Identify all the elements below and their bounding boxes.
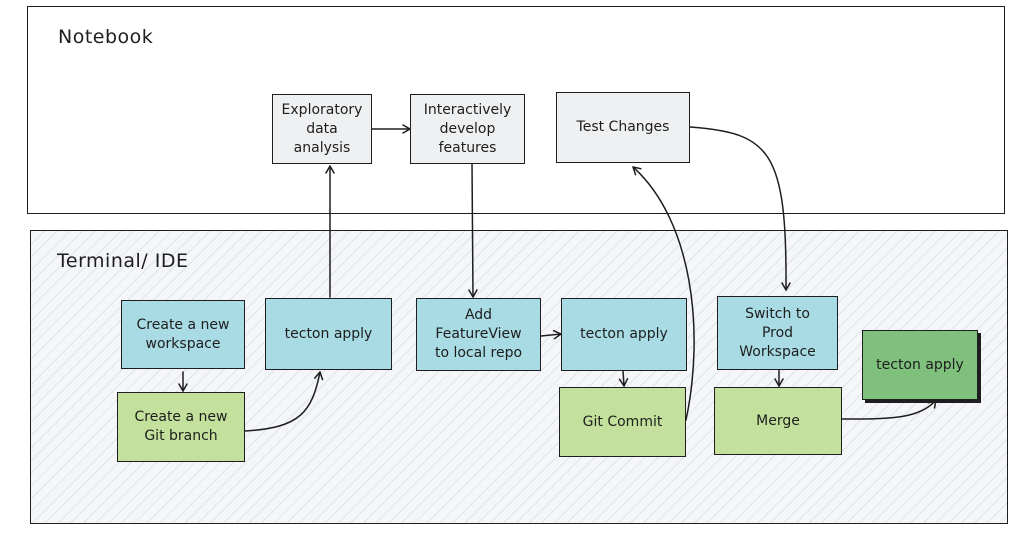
terminal-ide-lane xyxy=(30,230,1008,524)
add-featureview-box: Add FeatureView to local repo xyxy=(416,298,541,371)
switch-to-prod-workspace-box: Switch to Prod Workspace xyxy=(717,296,838,370)
tecton-apply-box-1: tecton apply xyxy=(265,298,392,370)
interactively-develop-features-box: Interactively develop features xyxy=(410,94,525,164)
test-changes-box: Test Changes xyxy=(556,92,690,163)
create-new-git-branch-box: Create a new Git branch xyxy=(117,392,245,462)
terminal-lane-title: Terminal/ IDE xyxy=(57,250,189,272)
exploratory-data-analysis-box: Exploratory data analysis xyxy=(272,94,372,164)
git-commit-box: Git Commit xyxy=(559,387,686,457)
final-tecton-apply-box: tecton apply xyxy=(862,330,978,400)
create-new-workspace-box: Create a new workspace xyxy=(121,300,245,369)
tecton-apply-box-2: tecton apply xyxy=(561,298,687,371)
merge-box: Merge xyxy=(714,387,842,455)
notebook-lane-title: Notebook xyxy=(58,26,154,48)
